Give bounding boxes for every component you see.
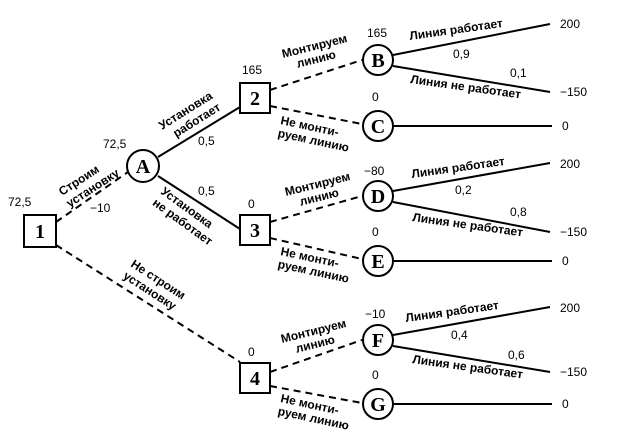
node-E-value: 0 [372,225,379,239]
node-3: 3 [239,214,271,246]
line-works-label-F: Линия работает [404,298,499,325]
node-F: F [362,324,394,356]
node-B-value: 165 [367,26,387,40]
node-C-value: 0 [372,90,379,104]
node-A-label: A [136,156,151,178]
edge-4-no-mount [269,385,363,404]
no-mount-label-4: Не монти- руем линию [277,391,351,432]
node-1: 1 [23,214,57,248]
no-build-label: Не строим установку [121,257,188,313]
node-B-label: B [371,50,384,72]
node-3-value: 0 [248,197,255,211]
edge-D-up [392,162,551,192]
node-C: C [362,110,394,142]
line-not-works-label-B: Линия не работает [410,72,522,101]
node-A: A [126,149,160,183]
node-A-value: 72,5 [103,137,127,151]
node-D: D [362,180,394,212]
node-2-label: 2 [250,88,260,110]
edge-4-mount [269,339,363,373]
node-F-label: F [372,330,384,352]
prob-B-down: 0,1 [510,66,527,80]
line-not-works-label-D: Линия не работает [412,210,524,239]
edge-2-mount [269,59,363,91]
line-works-label-D: Линия работает [410,154,505,181]
edge-B-up [392,23,551,56]
node-D-label: D [371,186,385,208]
node-2-value: 165 [242,63,262,77]
payoff-B-down: −150 [560,85,587,99]
not-works-prob: 0,5 [198,184,215,198]
node-4-label: 4 [250,368,260,390]
edge-works [157,106,241,158]
node-E-label: E [371,251,384,273]
node-2: 2 [239,82,271,114]
node-D-value: −80 [364,164,385,178]
edge-F-up [392,306,551,336]
edge-3-mount [269,195,363,223]
no-mount-label-3: Не монти- руем линию [277,244,351,285]
edge-no-build [55,244,241,363]
prob-F-up: 0,4 [451,328,468,342]
node-C-label: C [371,116,385,138]
node-B: B [362,44,394,76]
prob-D-up: 0,2 [455,183,472,197]
node-3-label: 3 [250,220,260,242]
payoff-C: 0 [562,119,569,133]
node-G-label: G [370,394,386,416]
payoff-G: 0 [562,397,569,411]
node-G-value: 0 [372,368,379,382]
payoff-D-down: −150 [560,225,587,239]
line-works-label-B: Линия работает [408,16,503,43]
mount-label-3: Монтируем линию [283,169,351,209]
payoff-F-down: −150 [560,365,587,379]
node-4: 4 [239,362,271,394]
payoff-D-up: 200 [560,157,580,171]
prob-B-up: 0,9 [453,47,470,61]
node-1-label: 1 [35,221,45,243]
edge-build [55,171,129,223]
node-F-value: −10 [365,307,386,321]
node-1-value: 72,5 [8,195,32,209]
node-E: E [362,245,394,277]
mount-label-4: Монтируем линию [279,316,347,356]
edge-not-works [157,175,241,230]
prob-F-down: 0,6 [508,348,525,362]
edge-B-down [392,65,551,93]
node-G: G [362,388,394,420]
prob-D-down: 0,8 [510,205,527,219]
payoff-F-up: 200 [560,301,580,315]
edge-3-no-mount [269,237,363,260]
payoff-E: 0 [562,254,569,268]
node-4-value: 0 [248,345,255,359]
payoff-B-up: 200 [560,17,580,31]
edge-D-down [392,201,551,233]
build-cost: −10 [90,201,111,215]
edge-2-no-mount [269,105,363,125]
works-prob: 0,5 [198,134,215,148]
edge-F-down [392,345,551,373]
